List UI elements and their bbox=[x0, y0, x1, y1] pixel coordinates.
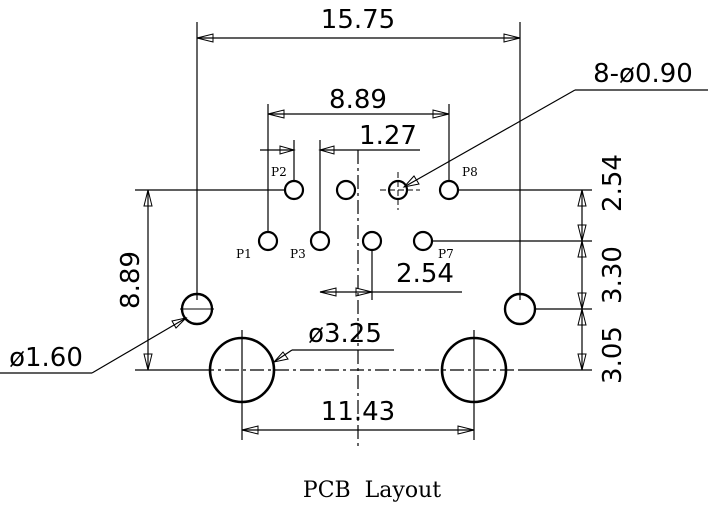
dim-pin-offset-label: 1.27 bbox=[359, 121, 417, 151]
pin-hole-p5 bbox=[361, 230, 383, 252]
pin-hole-p3 bbox=[309, 230, 331, 252]
pin-label-p2: P2 bbox=[271, 165, 287, 179]
callout-pin-holes-label: 8-ø0.90 bbox=[593, 59, 693, 89]
dim-vertical-total: 8.89 bbox=[116, 189, 285, 371]
pin-label-p3: P3 bbox=[290, 247, 306, 261]
pin-hole-p7 bbox=[412, 230, 434, 252]
callout-big-hole: ø3.25 bbox=[272, 319, 394, 363]
pin-hole-p6 bbox=[387, 179, 409, 201]
pin-hole-p8 bbox=[438, 179, 460, 201]
callout-pin-holes: 8-ø0.90 bbox=[402, 59, 708, 188]
dim-pin-pitch: 2.54 bbox=[319, 250, 462, 300]
pin-hole-p4 bbox=[335, 179, 357, 201]
dim-pin-row-span: 8.89 bbox=[267, 85, 450, 232]
dim-pin-row-span-label: 8.89 bbox=[329, 85, 387, 115]
dim-row-to-post-label: 3.30 bbox=[598, 246, 628, 304]
dim-overall-width-label: 15.75 bbox=[321, 5, 395, 35]
callout-post-hole: ø1.60 bbox=[0, 317, 188, 374]
dim-pin-offset: 1.27 bbox=[260, 121, 420, 232]
drawing-caption: PCB Layout bbox=[303, 478, 441, 503]
callout-big-hole-label: ø3.25 bbox=[308, 319, 382, 349]
dim-row-gap-label: 2.54 bbox=[598, 154, 628, 212]
callout-post-hole-label: ø1.60 bbox=[9, 343, 83, 373]
dim-pin-pitch-label: 2.54 bbox=[396, 259, 454, 289]
pin-label-p7: P7 bbox=[438, 247, 454, 261]
dim-post-to-big-label: 3.05 bbox=[598, 326, 628, 384]
dim-right-stack: 2.54 3.30 3.05 bbox=[432, 154, 628, 384]
dim-big-hole-spacing-label: 11.43 bbox=[321, 397, 395, 427]
dim-big-hole-spacing: 11.43 bbox=[241, 397, 475, 435]
dim-vertical-total-label: 8.89 bbox=[116, 251, 146, 309]
pin-hole-p1 bbox=[257, 230, 279, 252]
pin-label-p8: P8 bbox=[462, 165, 478, 179]
dim-overall-width: 15.75 bbox=[196, 5, 521, 300]
pin-label-p1: P1 bbox=[236, 247, 252, 261]
pin-holes bbox=[257, 179, 460, 252]
pin-hole-p2 bbox=[283, 179, 305, 201]
post-hole-right bbox=[503, 292, 537, 326]
